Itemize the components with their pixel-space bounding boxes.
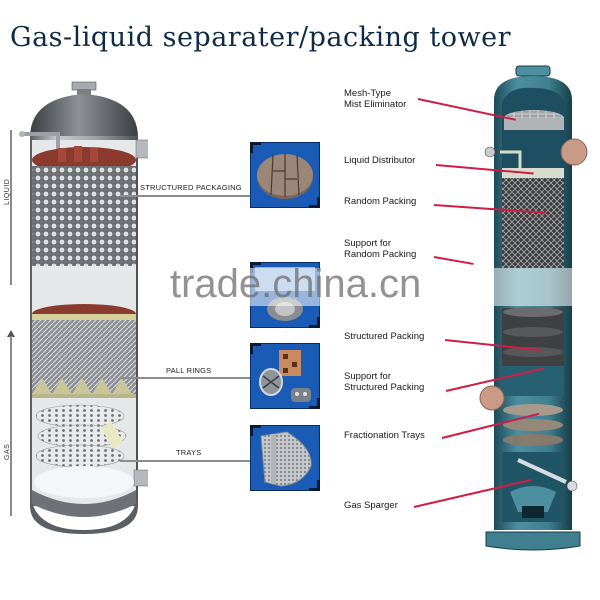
structured-packing-label: Structured Packing [344, 331, 425, 342]
support-for-structured-packing-label: Support for Structured Packing [344, 371, 425, 393]
pall-rings-label: PALL RINGS [166, 366, 212, 375]
liquid-axis-label: LIQUID [4, 178, 11, 205]
liquid-axis-line [10, 130, 12, 285]
gas-axis-line [10, 336, 12, 516]
fractionation-trays-label: Fractionation Trays [344, 430, 425, 441]
tray-plate-icon [260, 431, 312, 487]
packed-column-illustration [479, 65, 588, 551]
gas-sparger-label: Gas Sparger [344, 500, 398, 511]
structured-packaging-label: STRUCTURED PACKAGING [140, 183, 242, 192]
structured-packing-disc-icon [257, 154, 313, 199]
structured-packing-thumbnail [250, 142, 320, 208]
gas-axis-arrow-icon [7, 330, 15, 337]
gas-axis-label: GAS [4, 443, 11, 460]
trays-leader-line [120, 460, 250, 462]
random-packing-label: Random Packing [344, 196, 417, 207]
liquid-distributor-label: Liquid Distributor [344, 155, 416, 166]
page-title: Gas-liquid separater/packing tower [10, 22, 511, 53]
watermark-band [160, 268, 600, 306]
trays-label: TRAYS [176, 448, 202, 457]
pall-rings-leader-line [120, 377, 250, 379]
pall-rings-thumbnail [250, 343, 320, 409]
support-for-random-packing-label: Support for Random Packing [344, 238, 417, 260]
mesh-type-mist-eliminator-label: Mesh-Type Mist Eliminator [344, 88, 407, 110]
pall-rings-icon [259, 350, 311, 402]
structured-packaging-leader-line [120, 195, 250, 197]
watermark-text: trade.china.cn [170, 262, 422, 306]
support-random-packing-leader-line [433, 256, 474, 265]
trays-thumbnail [250, 425, 320, 491]
separator-tower-illustration [19, 81, 148, 534]
